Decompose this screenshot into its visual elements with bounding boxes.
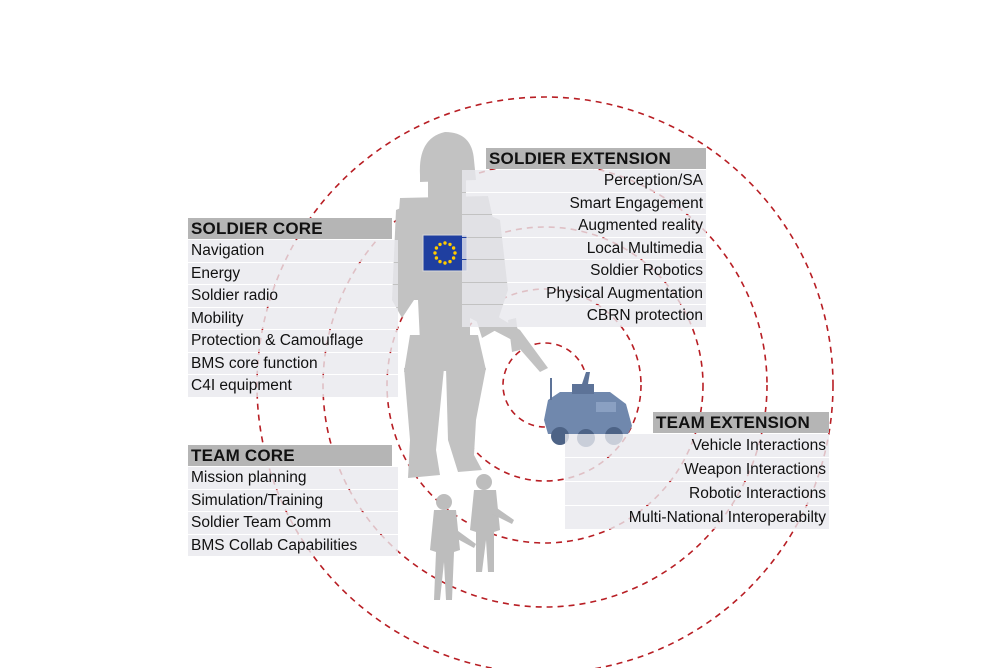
team-extension-title: TEAM EXTENSION	[653, 412, 829, 433]
soldier-core-list: Navigation Energy Soldier radio Mobility…	[188, 240, 398, 397]
team-extension-list: Vehicle Interactions Weapon Interactions…	[565, 434, 829, 529]
list-item: Mission planning	[188, 467, 398, 489]
team-core-list: Mission planning Simulation/Training Sol…	[188, 467, 398, 556]
list-item: CBRN protection	[462, 305, 706, 327]
list-item: C4I equipment	[188, 375, 398, 397]
list-item: Soldier Team Comm	[188, 512, 398, 534]
small-soldier-icon-2	[470, 474, 514, 572]
list-item: Smart Engagement	[462, 192, 706, 214]
soldier-core-title: SOLDIER CORE	[188, 218, 392, 239]
list-item: Physical Augmentation	[462, 282, 706, 304]
list-item: Mobility	[188, 307, 398, 329]
team-core-panel: TEAM CORE Mission planning Simulation/Tr…	[188, 445, 398, 556]
team-extension-panel: TEAM EXTENSION Vehicle Interactions Weap…	[565, 412, 829, 529]
list-item: Robotic Interactions	[565, 482, 829, 505]
eu-flag-icon	[422, 234, 468, 272]
list-item: Weapon Interactions	[565, 458, 829, 481]
list-item: Soldier Robotics	[462, 260, 706, 282]
list-item: Simulation/Training	[188, 489, 398, 511]
list-item: Soldier radio	[188, 285, 398, 307]
team-core-title: TEAM CORE	[188, 445, 392, 466]
list-item: Perception/SA	[462, 170, 706, 192]
soldier-extension-panel: SOLDIER EXTENSION Perception/SA Smart En…	[462, 148, 706, 327]
list-item: Energy	[188, 262, 398, 284]
list-item: Local Multimedia	[462, 237, 706, 259]
soldier-extension-title: SOLDIER EXTENSION	[486, 148, 706, 169]
soldier-core-panel: SOLDIER CORE Navigation Energy Soldier r…	[188, 218, 398, 397]
list-item: Protection & Camouflage	[188, 330, 398, 352]
soldier-extension-list: Perception/SA Smart Engagement Augmented…	[462, 170, 706, 327]
list-item: BMS core function	[188, 352, 398, 374]
list-item: Navigation	[188, 240, 398, 262]
list-item: Augmented reality	[462, 215, 706, 237]
list-item: Multi-National Interoperabilty	[565, 506, 829, 529]
small-soldier-icon	[430, 494, 476, 600]
list-item: BMS Collab Capabilities	[188, 534, 398, 556]
list-item: Vehicle Interactions	[565, 434, 829, 457]
